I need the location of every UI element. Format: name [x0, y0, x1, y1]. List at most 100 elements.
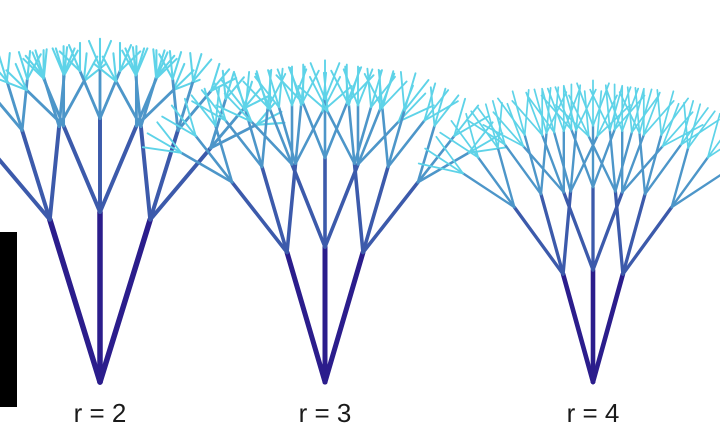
tree-branch	[357, 68, 374, 107]
tree-branch	[82, 55, 99, 83]
tree-branch	[450, 120, 480, 159]
left-edge-bar	[0, 232, 17, 407]
caption-r2: r = 2	[73, 398, 127, 428]
tree-branch	[0, 55, 8, 83]
tree-branch	[5, 69, 28, 92]
tree-branch	[42, 77, 66, 128]
tree-branch	[539, 192, 565, 276]
tree-branch	[661, 102, 680, 148]
tree-branch	[224, 70, 236, 101]
tree-branch	[322, 249, 366, 385]
tree-branch	[576, 82, 594, 127]
tree-branch	[284, 249, 328, 385]
tree-branch	[347, 67, 361, 107]
tree-branch	[423, 82, 437, 122]
tree-branch	[523, 133, 543, 196]
tree-branch	[0, 101, 24, 132]
tree-branch	[683, 101, 689, 149]
tree-branch	[491, 100, 506, 146]
tree-branch	[220, 79, 247, 112]
tree-branch	[522, 145, 565, 194]
caption-r3: r = 3	[298, 398, 352, 428]
tree-branch	[377, 68, 384, 110]
tree-branch	[621, 205, 674, 276]
tree-branch	[562, 190, 595, 272]
tree-branch	[148, 128, 180, 222]
tree-branch	[323, 102, 349, 160]
tree-branch	[604, 84, 611, 132]
tree-branch	[553, 131, 572, 193]
tree-branch	[189, 51, 195, 83]
tree-branch	[330, 69, 350, 107]
tree-branch	[439, 131, 480, 159]
tree-branch	[87, 39, 102, 69]
tree-branch	[540, 94, 573, 131]
tree-branch	[352, 161, 365, 255]
tree-branch	[278, 67, 284, 109]
tree-branch	[361, 180, 420, 255]
tree-branch	[589, 88, 611, 132]
tree-branch	[347, 103, 356, 165]
tree-branch	[170, 104, 197, 138]
tree-branch	[97, 216, 153, 385]
tree-branch	[661, 111, 694, 148]
tree-branch	[525, 91, 544, 136]
tree-branch	[656, 89, 663, 136]
tree-branch	[285, 161, 298, 255]
tree-branch	[131, 46, 137, 77]
tree-branch	[461, 172, 516, 209]
tree-branch	[356, 108, 382, 166]
tree-branch	[605, 87, 624, 132]
tree-branch	[121, 49, 137, 77]
tree-branch	[381, 107, 390, 169]
tree-branch	[608, 129, 617, 193]
tree-branch	[5, 79, 24, 132]
tree-branch	[512, 205, 565, 276]
tree-branch	[555, 104, 590, 138]
tree-branch	[22, 57, 45, 80]
tree-branch	[363, 72, 384, 110]
tree-branch	[511, 90, 526, 136]
tree-branch	[583, 90, 590, 138]
tree-branch	[191, 100, 227, 122]
tree-branch	[51, 47, 65, 76]
tree-branch	[176, 79, 195, 132]
tree-branch	[213, 82, 227, 122]
tree-branch	[215, 104, 253, 123]
tree-branch	[171, 77, 180, 132]
tree-branch	[466, 118, 506, 146]
tree-branch	[687, 103, 702, 149]
tree-branch	[98, 123, 139, 214]
tree-branch	[570, 128, 595, 189]
tree-branch	[141, 146, 183, 154]
tree-branch	[260, 107, 269, 169]
tree-branch	[680, 100, 695, 146]
tree-branch	[467, 146, 509, 154]
tree-branch	[0, 78, 28, 92]
caption-r4: r = 4	[566, 398, 620, 428]
tree-branch	[152, 48, 158, 79]
tree-branch	[98, 39, 113, 69]
tree-branch	[17, 51, 29, 81]
tree-branch	[496, 146, 516, 209]
tree-branch	[533, 88, 548, 134]
tree-branch	[158, 53, 174, 81]
tree-branch	[492, 111, 525, 148]
tree-branch	[209, 97, 228, 150]
tree-branch	[20, 128, 52, 222]
tree-branch	[14, 62, 28, 92]
tree-branch	[230, 180, 289, 255]
tree-branch	[590, 271, 626, 385]
tree-branch	[433, 87, 447, 127]
tree-branch	[511, 100, 544, 136]
tree-branch	[268, 108, 294, 166]
tree-branch	[101, 55, 118, 83]
tree-branch	[386, 109, 406, 169]
tree-branch	[326, 110, 356, 165]
tree-branch	[429, 86, 436, 127]
tree-branch	[209, 62, 221, 92]
tree-branch	[403, 72, 417, 112]
tree-branch	[643, 143, 683, 196]
tree-branch	[25, 88, 66, 128]
